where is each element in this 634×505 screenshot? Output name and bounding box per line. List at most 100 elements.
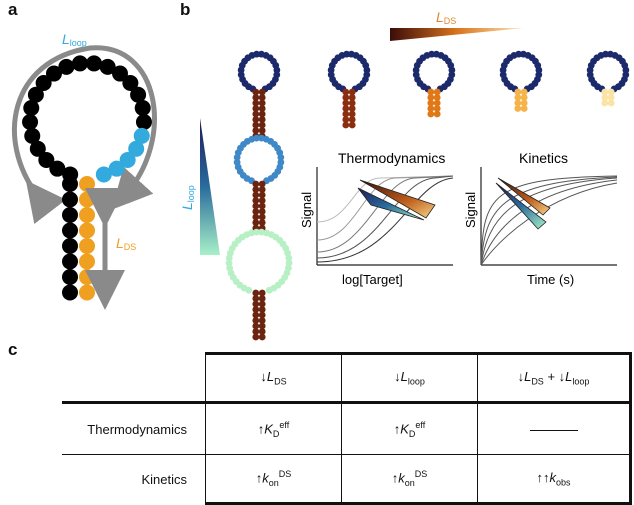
hairpin-stem-bead <box>258 121 266 129</box>
hairpin-stem-bead <box>258 88 266 96</box>
header-both: ↓LDS + ↓Lloop <box>477 352 632 403</box>
hairpin-stem-bead <box>252 191 260 199</box>
row-label-kinetics: Kinetics <box>62 454 206 504</box>
hairpin-stem-bead <box>348 116 356 123</box>
hairpin-stem-bead <box>342 99 350 107</box>
hairpin-loop-bead <box>499 71 507 79</box>
hairpin-loop-bead <box>448 66 456 74</box>
hairpin-stem-bead <box>433 105 441 112</box>
thermo-wedge-brown <box>359 179 436 219</box>
hairpin-stem-bead <box>252 213 260 221</box>
hairpin-stem-bead <box>252 94 260 101</box>
cell-kin-lds: ↑konDS <box>205 454 342 505</box>
stem-bead-black <box>62 284 78 301</box>
loop-bead <box>58 58 75 75</box>
hairpin-loop-bead <box>343 50 351 58</box>
hairpin-loop-bead <box>515 50 523 58</box>
hairpin-stem-bead <box>252 121 260 129</box>
hairpin-loop-bead <box>253 50 261 58</box>
hairpin-stem-bead <box>258 180 266 188</box>
thermo-curve-4 <box>316 175 454 259</box>
cell-kin-lloop: ↑konDS <box>341 454 478 505</box>
hairpin-loop-bead <box>428 50 436 58</box>
loop-bead <box>134 100 151 117</box>
panel-label-a: a <box>8 0 18 19</box>
thermo-title: Thermodynamics <box>338 150 445 166</box>
loop-bead-blue <box>128 140 145 157</box>
hairpin-stem-bead <box>601 99 609 107</box>
hairpin-stem-bead <box>342 94 350 101</box>
hairpin-stem-bead <box>601 88 609 96</box>
thermo-curve-5 <box>316 177 454 263</box>
panel-a-diagram: Lloop LDS <box>11 31 157 310</box>
hairpin-stem-bead <box>252 328 260 335</box>
ds-label: LDS <box>116 235 136 252</box>
hairpin-stem-bead <box>252 180 260 188</box>
hairpin-stem-bead <box>514 94 522 101</box>
hairpin-stem-bead <box>342 88 350 96</box>
hairpin-stem-bead <box>252 306 260 313</box>
panel-label-c: c <box>8 340 18 359</box>
hairpin-stem-bead <box>520 99 528 107</box>
hairpin-stem-bead <box>258 186 266 193</box>
hairpin-stem-bead <box>252 295 260 302</box>
hairpin-stem-bead <box>433 88 441 96</box>
hairpin-stem-bead <box>258 202 266 210</box>
hairpin-stem-bead <box>348 88 356 96</box>
hairpin-stem-bead <box>258 105 266 112</box>
comparison-table: ↓LDS ↓Lloop ↓LDS + ↓Lloop Thermodynamics… <box>62 352 632 505</box>
loop-bead <box>71 55 88 72</box>
stem-bead-orange <box>79 238 95 254</box>
hairpin-loop-bead <box>622 66 630 74</box>
stem-bead-orange <box>79 176 95 192</box>
hairpin-stem-bead <box>252 202 260 210</box>
stem-bead-orange <box>79 191 95 208</box>
hairpin-stem-bead <box>258 94 266 101</box>
kinetics-xlabel: Time (s) <box>527 272 574 287</box>
hairpin-loop-bead <box>248 229 255 237</box>
thermo-plot <box>316 167 454 266</box>
hairpin-stem-bead <box>258 213 266 221</box>
stem-bead-black <box>62 191 78 208</box>
hairpin-stem-bead <box>258 99 266 107</box>
hairpin-stem-bead <box>258 116 266 123</box>
hairpin-stem-bead <box>427 88 435 96</box>
hairpin-stem-bead <box>342 110 350 118</box>
hairpin-stem-bead <box>252 219 260 226</box>
hairpin-stem-bead <box>258 333 266 341</box>
hairpin-stem-bead <box>258 311 266 319</box>
hairpin-stem-bead <box>258 328 266 335</box>
hairpin-stem-bead <box>514 88 522 96</box>
hairpin-stem-bead <box>514 105 522 112</box>
hairpin-stem-bead <box>348 110 356 118</box>
hairpin-stem-bead <box>258 191 266 199</box>
hairpin-loop-bead <box>412 71 420 79</box>
hairpin-loop-bead <box>225 259 233 267</box>
thermo-curve-2 <box>316 175 454 241</box>
cell-thermo-both <box>477 401 632 455</box>
hairpin-loop-bead <box>586 71 594 79</box>
hairpin-loop-bead <box>285 254 293 262</box>
hairpin-stem-bead <box>342 121 350 129</box>
lds-gradient-wedge <box>390 28 524 41</box>
hairpin-loop-bead <box>258 228 265 236</box>
hairpin-stem-bead <box>348 121 356 129</box>
hairpin-stem-bead <box>258 110 266 118</box>
loop-length-arrow <box>11 45 157 225</box>
loop-bead <box>135 114 152 131</box>
cell-thermo-lds: ↑KDeff <box>205 401 342 455</box>
hairpin-stem-bead <box>348 94 356 101</box>
hairpin-loop-bead <box>253 134 260 142</box>
hairpin-loop-bead <box>285 259 293 267</box>
kinetics-ylabel: Signal <box>463 192 478 228</box>
hairpin-stem-bead <box>433 110 441 118</box>
loop-bead <box>35 75 52 92</box>
thermo-curve-1 <box>316 175 454 223</box>
cell-thermo-lloop: ↑KDeff <box>341 401 478 455</box>
kinetics-curve-1 <box>480 175 618 266</box>
hairpin-stem-bead <box>258 322 266 330</box>
hairpin-stem-bead <box>252 186 260 193</box>
header-lds: ↓LDS <box>205 352 342 403</box>
hairpin-loop-bead <box>602 50 610 58</box>
hairpin-stem-bead <box>252 105 260 112</box>
